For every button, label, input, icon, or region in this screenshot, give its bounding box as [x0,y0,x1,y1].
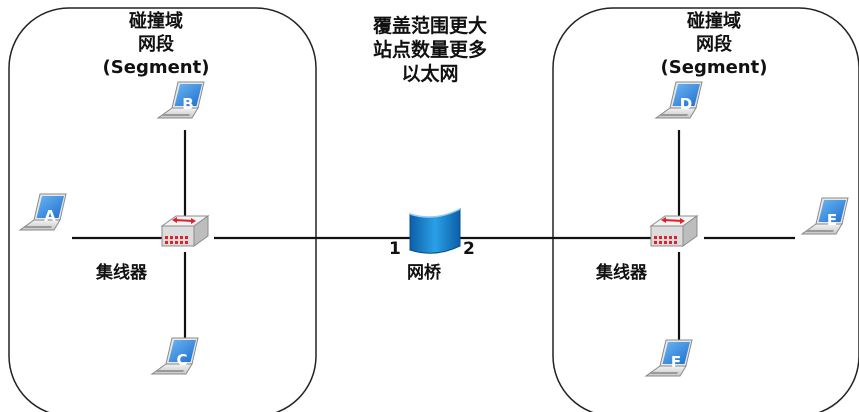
bridge-label: 网桥 [407,263,441,283]
hub-left-label: 集线器 [96,263,147,283]
bridge-icon [409,208,461,254]
laptop-e-icon [801,197,849,235]
station-e-letter: E [827,211,837,229]
hub-right-label: 集线器 [596,263,647,283]
left-domain-segment-cn: 网段 [138,34,174,55]
station-a-letter: A [44,207,56,225]
summary-ethernet: 以太网 [401,63,459,85]
hub-left-icon [161,215,209,247]
summary-coverage: 覆盖范围更大 [372,15,487,37]
right-domain-title: 碰撞域 [687,11,741,32]
ethernet-summary-label: 覆盖范围更大 站点数量更多 以太网 [345,14,515,86]
right-collision-domain-label: 碰撞域 网段 (Segment) [654,10,774,79]
station-d-letter: D [680,95,692,113]
left-domain-title: 碰撞域 [129,11,183,32]
station-f-letter: F [671,353,681,371]
left-domain-segment-en: (Segment) [102,57,210,78]
bridge-port-1-label: 1 [389,239,401,259]
station-c-letter: C [176,351,187,369]
right-domain-segment-cn: 网段 [696,34,732,55]
laptop-a-icon [19,193,67,231]
cables [72,130,795,342]
bridge-port-2-label: 2 [463,239,475,259]
hub-right-icon [650,215,698,247]
left-collision-domain-label: 碰撞域 网段 (Segment) [96,10,216,79]
laptop-c-icon [151,337,199,375]
laptop-b-icon [157,81,205,119]
right-collision-domain [552,7,859,412]
station-b-letter: B [182,95,193,113]
summary-stations: 站点数量更多 [372,39,487,61]
laptop-f-icon [645,339,693,377]
right-domain-segment-en: (Segment) [660,57,768,78]
left-collision-domain [8,7,317,412]
